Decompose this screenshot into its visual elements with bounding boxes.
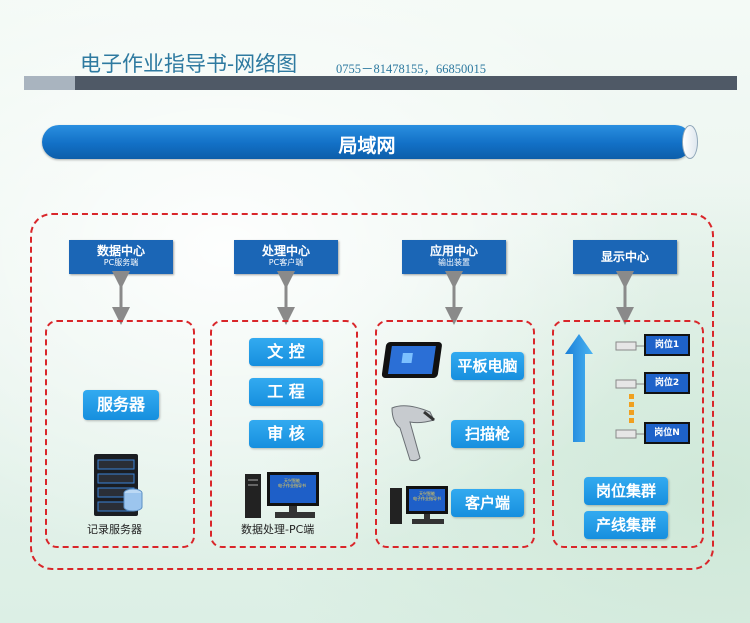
doc-control-button[interactable]: 文 控	[249, 338, 323, 366]
screen-text: 天兴智能 电子作业指导书	[413, 491, 441, 501]
lan-pipe: 局域网	[42, 125, 698, 159]
app-center-box: 应用中心 输出装置	[402, 240, 506, 274]
data-center-title: 数据中心	[96, 244, 145, 258]
line-cluster-button[interactable]: 产线集群	[584, 511, 668, 539]
process-center-subtitle: PC客户端	[268, 258, 304, 267]
database-icon	[123, 488, 143, 512]
data-center-box: 数据中心 PC服务端	[69, 240, 173, 274]
double-arrow-icon	[112, 271, 634, 325]
pc-caption: 数据处理-PC端	[241, 523, 315, 536]
display-group	[552, 320, 704, 548]
page-title: 电子作业指导书-网络图	[80, 52, 298, 76]
station-label: 岗位1	[654, 340, 680, 350]
station-label: 岗位2	[654, 378, 680, 388]
review-button[interactable]: 审 核	[249, 420, 323, 448]
app-center-title: 应用中心	[429, 244, 478, 258]
mini-pc-icon	[615, 341, 637, 351]
data-center-subtitle: PC服务端	[103, 258, 139, 267]
lan-label: 局域网	[338, 135, 396, 157]
header-bar-accent	[24, 76, 75, 90]
app-group	[375, 320, 535, 548]
network-boundary	[30, 213, 714, 570]
engineering-button[interactable]: 工 程	[249, 378, 323, 406]
station-diagram	[615, 334, 690, 444]
screen-text: 天兴智能 电子作业指导书	[278, 478, 306, 488]
process-center-box: 处理中心 PC客户端	[234, 240, 338, 274]
client-button[interactable]: 客户端	[451, 489, 524, 517]
app-center-subtitle: 输出装置	[438, 258, 470, 267]
station-cluster-button[interactable]: 岗位集群	[584, 477, 668, 505]
data-group	[45, 320, 195, 548]
desktop-computer-icon	[245, 472, 319, 518]
mini-pc-icon	[615, 379, 637, 389]
server-button[interactable]: 服务器	[83, 390, 159, 420]
contact-phone: 0755－81478155，66850015	[336, 62, 487, 76]
tablet-icon	[381, 342, 442, 378]
tablet-button[interactable]: 平板电脑	[451, 352, 524, 380]
process-center-title: 处理中心	[261, 244, 310, 258]
lan-pipe-end	[682, 125, 698, 159]
scanner-button[interactable]: 扫描枪	[451, 420, 524, 448]
mini-pc-icon	[615, 429, 637, 439]
process-group	[210, 320, 358, 548]
server-caption: 记录服务器	[87, 523, 142, 536]
display-center-box: 显示中心	[573, 240, 677, 274]
barcode-scanner-icon	[391, 405, 435, 462]
header-bar	[75, 76, 737, 90]
display-center-title: 显示中心	[600, 250, 649, 264]
desktop-computer-icon	[390, 486, 448, 524]
up-arrow-icon	[565, 334, 593, 442]
station-label: 岗位N	[654, 428, 680, 438]
